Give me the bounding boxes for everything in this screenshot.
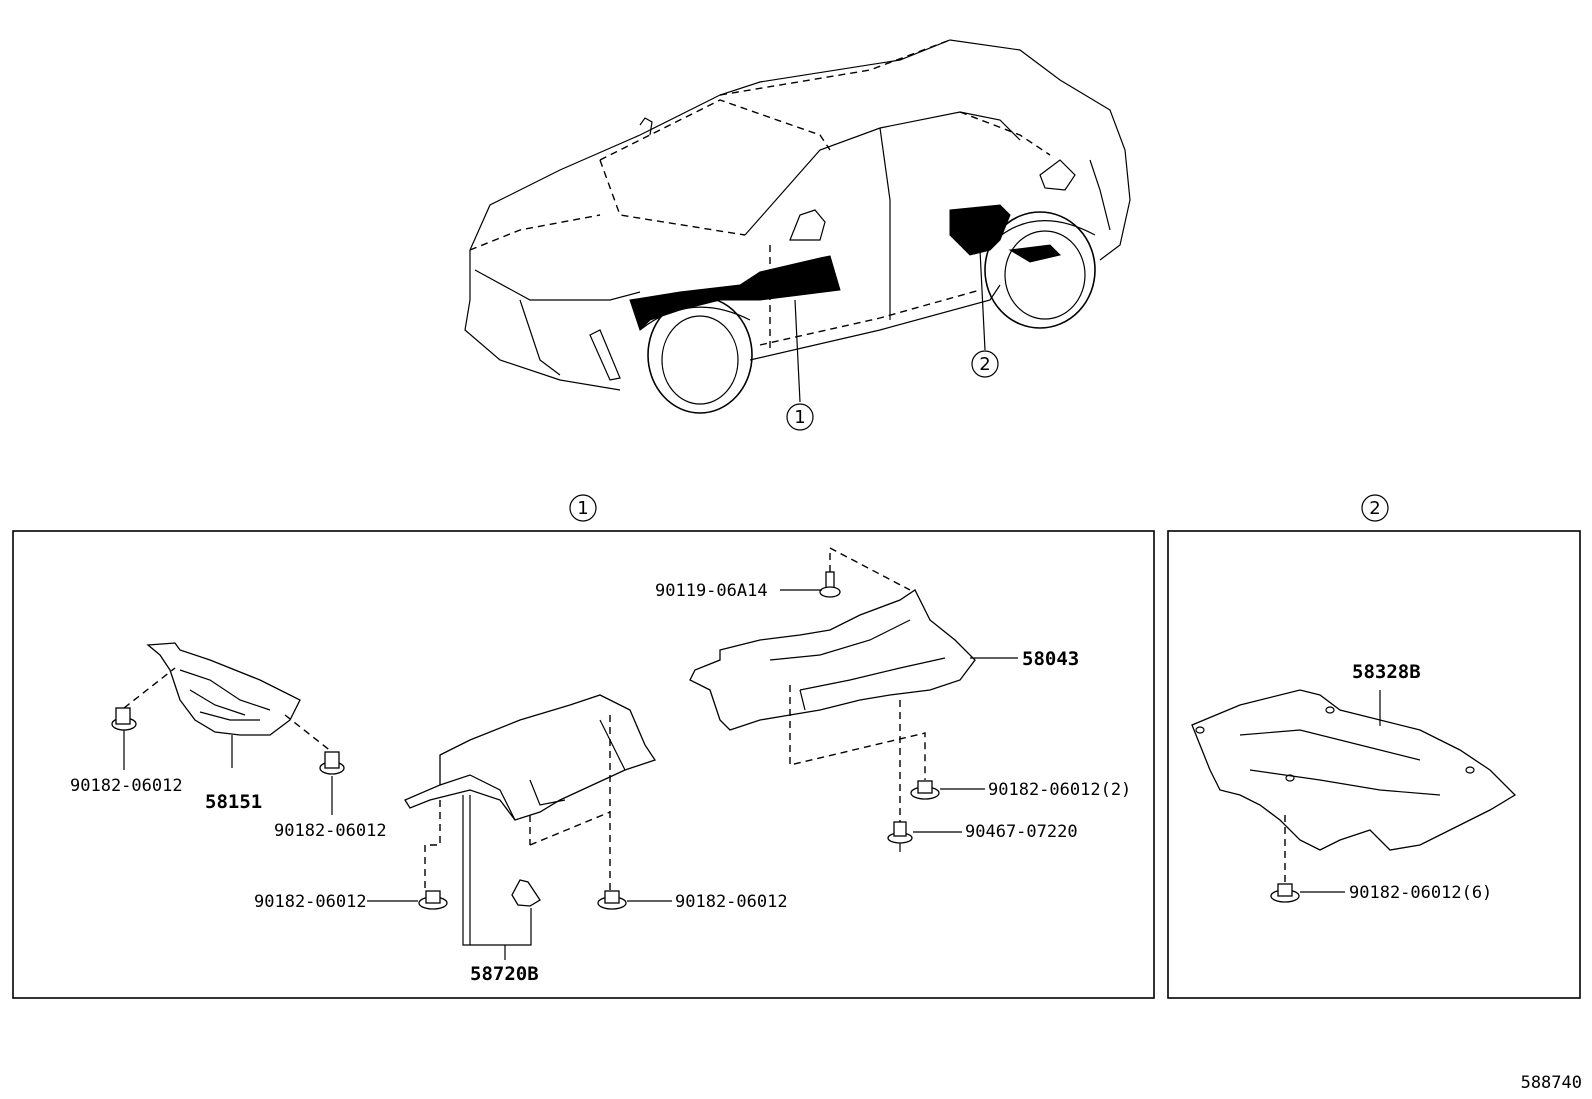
nut-icon: [319, 751, 345, 775]
label-90467-07220: 90467-07220: [965, 822, 1078, 842]
vehicle-illustration: [464, 39, 1131, 414]
label-90182-06012-mid-left: 90182-06012: [254, 892, 367, 912]
label-90119-06A14: 90119-06A14: [655, 581, 768, 601]
label-90182-06012-left-a: 90182-06012: [70, 776, 183, 796]
nut-icon: [418, 890, 448, 910]
label-58043: 58043: [1022, 648, 1079, 670]
panel-2-index: 2: [1361, 494, 1389, 522]
label-90182-06012-mid-right: 90182-06012: [675, 892, 788, 912]
nut-icon: [910, 780, 940, 800]
svg-text:2: 2: [1369, 498, 1380, 519]
vehicle-callout-2: 2: [971, 350, 999, 378]
svg-text:1: 1: [794, 407, 805, 428]
svg-text:2: 2: [979, 354, 990, 375]
heat-insulator-58328B: [1191, 689, 1517, 851]
label-90182-06012-6: 90182-06012(6): [1349, 883, 1492, 903]
label-58151: 58151: [205, 791, 262, 813]
svg-text:1: 1: [577, 498, 588, 519]
clip-icon: [511, 879, 541, 907]
clip-icon: [887, 821, 913, 852]
label-58328B: 58328B: [1352, 661, 1421, 683]
nut-icon: [111, 707, 137, 731]
panel-1-index: 1: [569, 494, 597, 522]
diagram-id: 588740: [1521, 1073, 1582, 1093]
heat-insulator-58720B: [404, 694, 657, 821]
heat-insulator-58151: [146, 642, 301, 736]
panel-1-frame: [12, 530, 1155, 999]
label-90182-06012-left-b: 90182-06012: [274, 821, 387, 841]
bolt-icon: [819, 571, 841, 598]
heat-insulator-58043: [689, 589, 976, 731]
nut-icon: [1270, 883, 1300, 903]
nut-icon: [597, 890, 627, 910]
panel-2-frame: [1167, 530, 1581, 999]
label-58720B: 58720B: [470, 963, 539, 985]
vehicle-callout-1: 1: [786, 403, 814, 431]
label-90182-06012-2: 90182-06012(2): [988, 780, 1131, 800]
